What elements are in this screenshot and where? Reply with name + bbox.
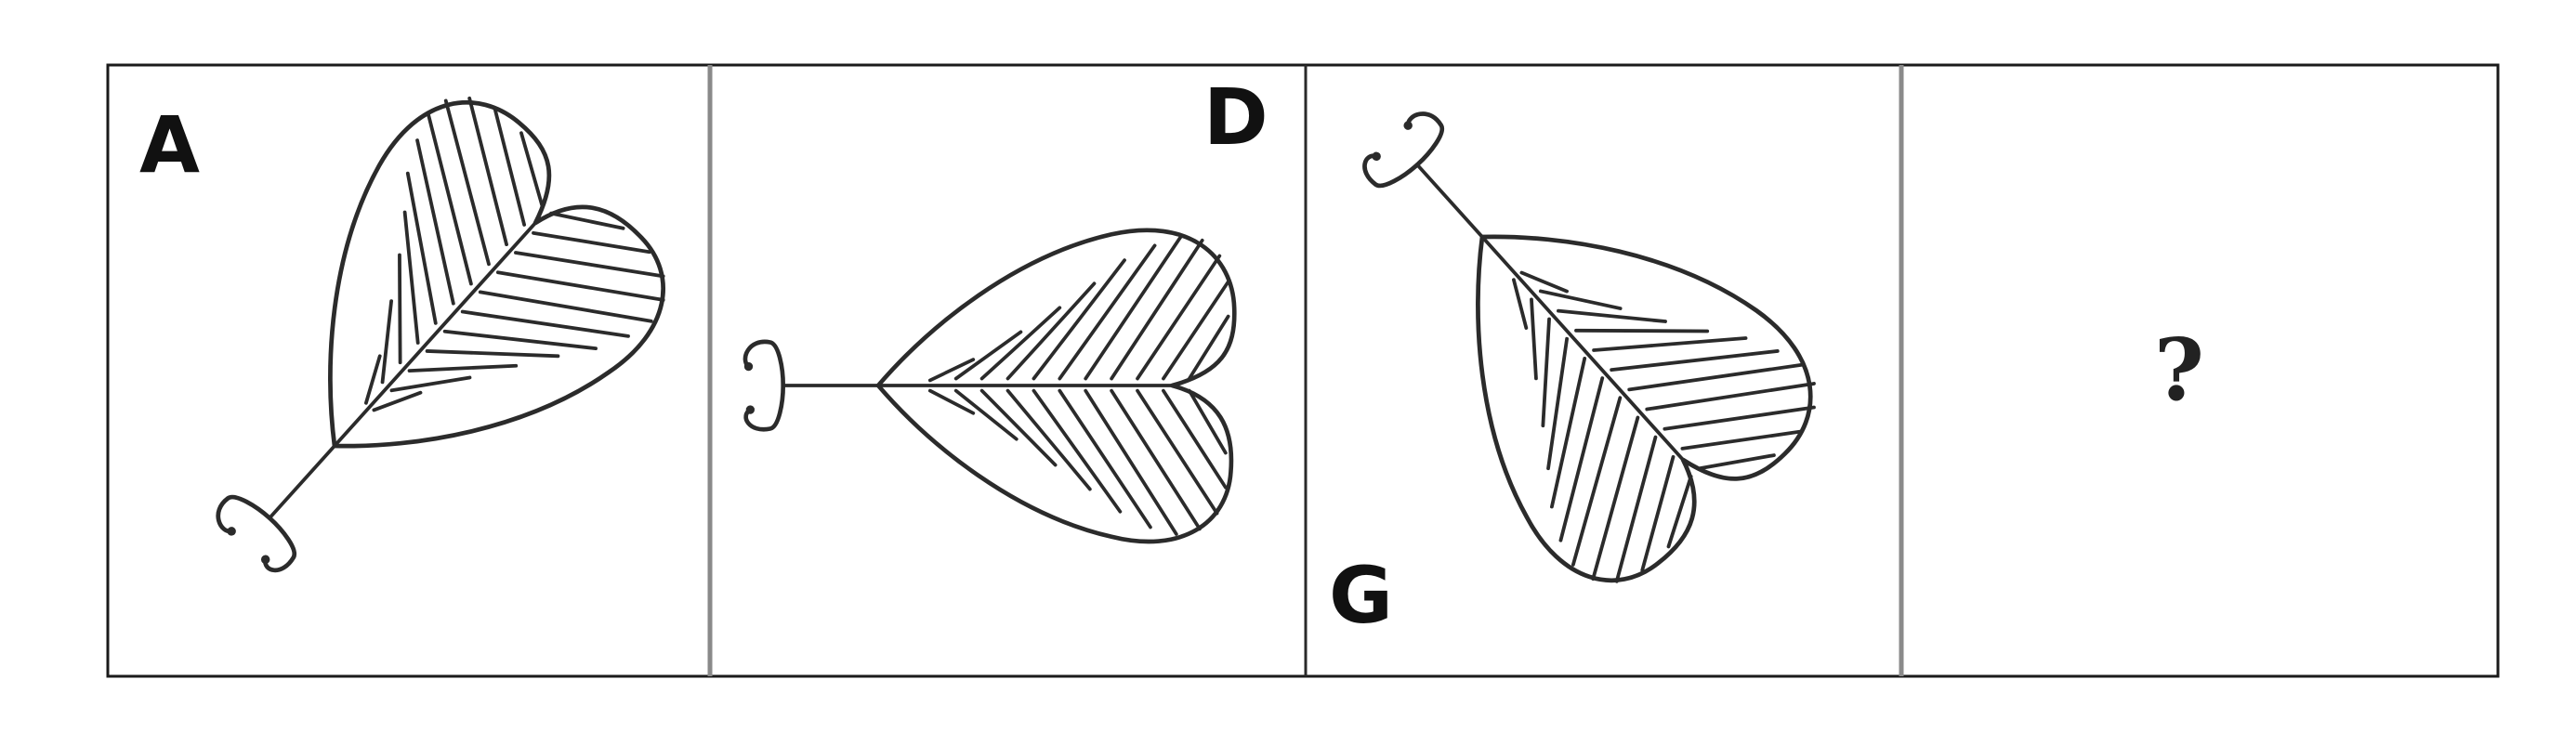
leaf-beetle-icon [1272,29,1844,614]
panel-g: G [1272,29,1844,641]
puzzle-frame [106,63,2500,678]
leaf-beetle-icon [744,230,1234,542]
panel-d: D [744,72,1268,542]
panel-label-g: G [1329,550,1393,641]
question-mark-icon: ? [2154,320,2204,420]
panel-label-d: D [1203,72,1268,163]
panel-a: A [125,70,697,655]
panel-label-a: A [139,99,200,190]
panel-question: ? [2154,320,2204,420]
leaf-beetle-icon [125,70,697,655]
